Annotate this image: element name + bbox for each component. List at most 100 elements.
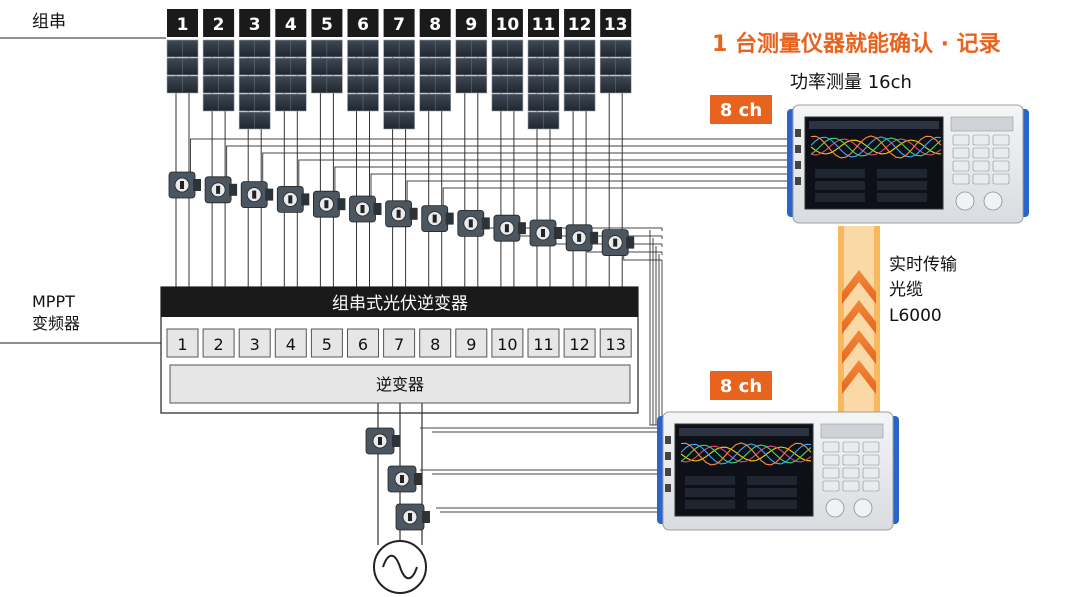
mppt-number: 3 [250, 335, 260, 354]
mppt-box [347, 328, 379, 358]
string-number: 8 [429, 15, 441, 35]
string-number: 6 [357, 15, 369, 35]
link-label-line1: 实时传输 [889, 255, 957, 275]
sense-wire [298, 159, 793, 200]
ac-current-sensor-icon [365, 427, 400, 455]
string-number-box [311, 9, 343, 37]
mppt-number: 4 [286, 335, 296, 354]
string-number-box [167, 9, 198, 37]
link-label-line3: L6000 [889, 306, 942, 326]
mppt-number: 7 [394, 335, 404, 354]
current-sensor-icon [276, 185, 310, 213]
channel-badge-bottom [710, 371, 772, 400]
string-number: 2 [213, 15, 225, 35]
power-meter-top [787, 104, 1029, 224]
mppt-box [491, 328, 524, 358]
current-sensor-icon [493, 214, 526, 242]
current-sensor-icon [421, 205, 454, 233]
channel-badge-bottom-text: 8 ch [720, 376, 762, 397]
mppt-number: 11 [533, 335, 553, 354]
string-number-box [275, 9, 307, 37]
mppt-box [599, 328, 632, 358]
mppt-box [419, 328, 452, 358]
inverter-core-label: 逆变器 [376, 375, 424, 394]
string-number-box [528, 9, 559, 37]
channel-badge-top-text: 8 ch [720, 100, 762, 121]
mppt-box [238, 328, 271, 358]
current-sensor-icon [601, 229, 635, 257]
sense-wire-bundle [661, 262, 663, 426]
inverter-core-box [169, 364, 631, 404]
string-number-box [347, 9, 379, 37]
current-sensor-icon [565, 224, 599, 252]
meter-title: 功率测量 16ch [790, 72, 912, 93]
current-sensor-icon [168, 171, 201, 199]
string-number-box [491, 9, 523, 37]
string-label: 组串 [32, 12, 66, 32]
mppt-box [310, 328, 343, 358]
mppt-number: 5 [322, 335, 332, 354]
sense-wire [442, 187, 793, 219]
mppt-number: 8 [430, 335, 440, 354]
string-number: 10 [496, 15, 520, 35]
mppt-box [274, 328, 307, 358]
string-number: 3 [249, 15, 261, 35]
power-meters [657, 104, 1029, 531]
sense-wire [262, 152, 793, 195]
current-sensor-icon [312, 190, 346, 218]
string-number-box [419, 9, 451, 37]
inverter-title-bar [161, 287, 638, 317]
chevron-up-icon [842, 360, 876, 394]
ac-current-sensors [365, 427, 430, 531]
sense-wire [334, 166, 793, 205]
mppt-label-line2: 变频器 [32, 314, 80, 333]
mppt-box [455, 328, 488, 358]
ac-wave-icon [382, 554, 418, 580]
mppt-number: 6 [358, 335, 368, 354]
mppt-number: 12 [569, 335, 589, 354]
string-number-box [600, 9, 632, 37]
current-sensor-icon [349, 195, 382, 223]
mppt-box [527, 328, 560, 358]
string-number: 13 [604, 15, 628, 35]
chevron-up-icon [842, 330, 876, 364]
current-sensors-layer [168, 171, 635, 257]
string-number-box [564, 9, 596, 37]
sense-wire [370, 173, 793, 209]
string-number-box [455, 9, 487, 37]
link-label-line2: 光缆 [889, 280, 923, 300]
power-meter-bottom [657, 411, 899, 531]
mppt-label-line1: MPPT [32, 292, 75, 311]
mppt-number: 9 [466, 335, 476, 354]
current-sensor-icon [385, 200, 418, 228]
channel-badge-top [710, 95, 772, 124]
mppt-box [202, 328, 235, 358]
chevron-up-icon [842, 270, 876, 304]
string-number: 9 [465, 15, 477, 35]
sense-wire [190, 138, 793, 185]
mppt-box [166, 328, 199, 358]
mppt-number: 10 [497, 335, 517, 354]
string-number: 7 [393, 15, 405, 35]
mppt-number: 1 [177, 335, 187, 354]
optical-link [838, 226, 880, 412]
string-number-box [203, 9, 235, 37]
string-number: 11 [532, 15, 556, 35]
sense-wire [226, 145, 793, 190]
mppt-number: 2 [214, 335, 224, 354]
current-sensor-icon [204, 176, 238, 204]
current-sensor-icon [457, 209, 490, 237]
ac-current-sensor-icon [395, 503, 430, 531]
mppt-number: 13 [606, 335, 626, 354]
headline: 1 台测量仪器就能确认 · 记录 [712, 31, 1001, 57]
string-number: 1 [177, 15, 189, 35]
chevron-up-icon [842, 300, 876, 334]
mppt-box [383, 328, 416, 358]
string-number: 12 [568, 15, 592, 35]
current-sensor-icon [529, 219, 562, 247]
current-sensor-icon [240, 181, 274, 209]
string-number: 4 [285, 15, 297, 35]
